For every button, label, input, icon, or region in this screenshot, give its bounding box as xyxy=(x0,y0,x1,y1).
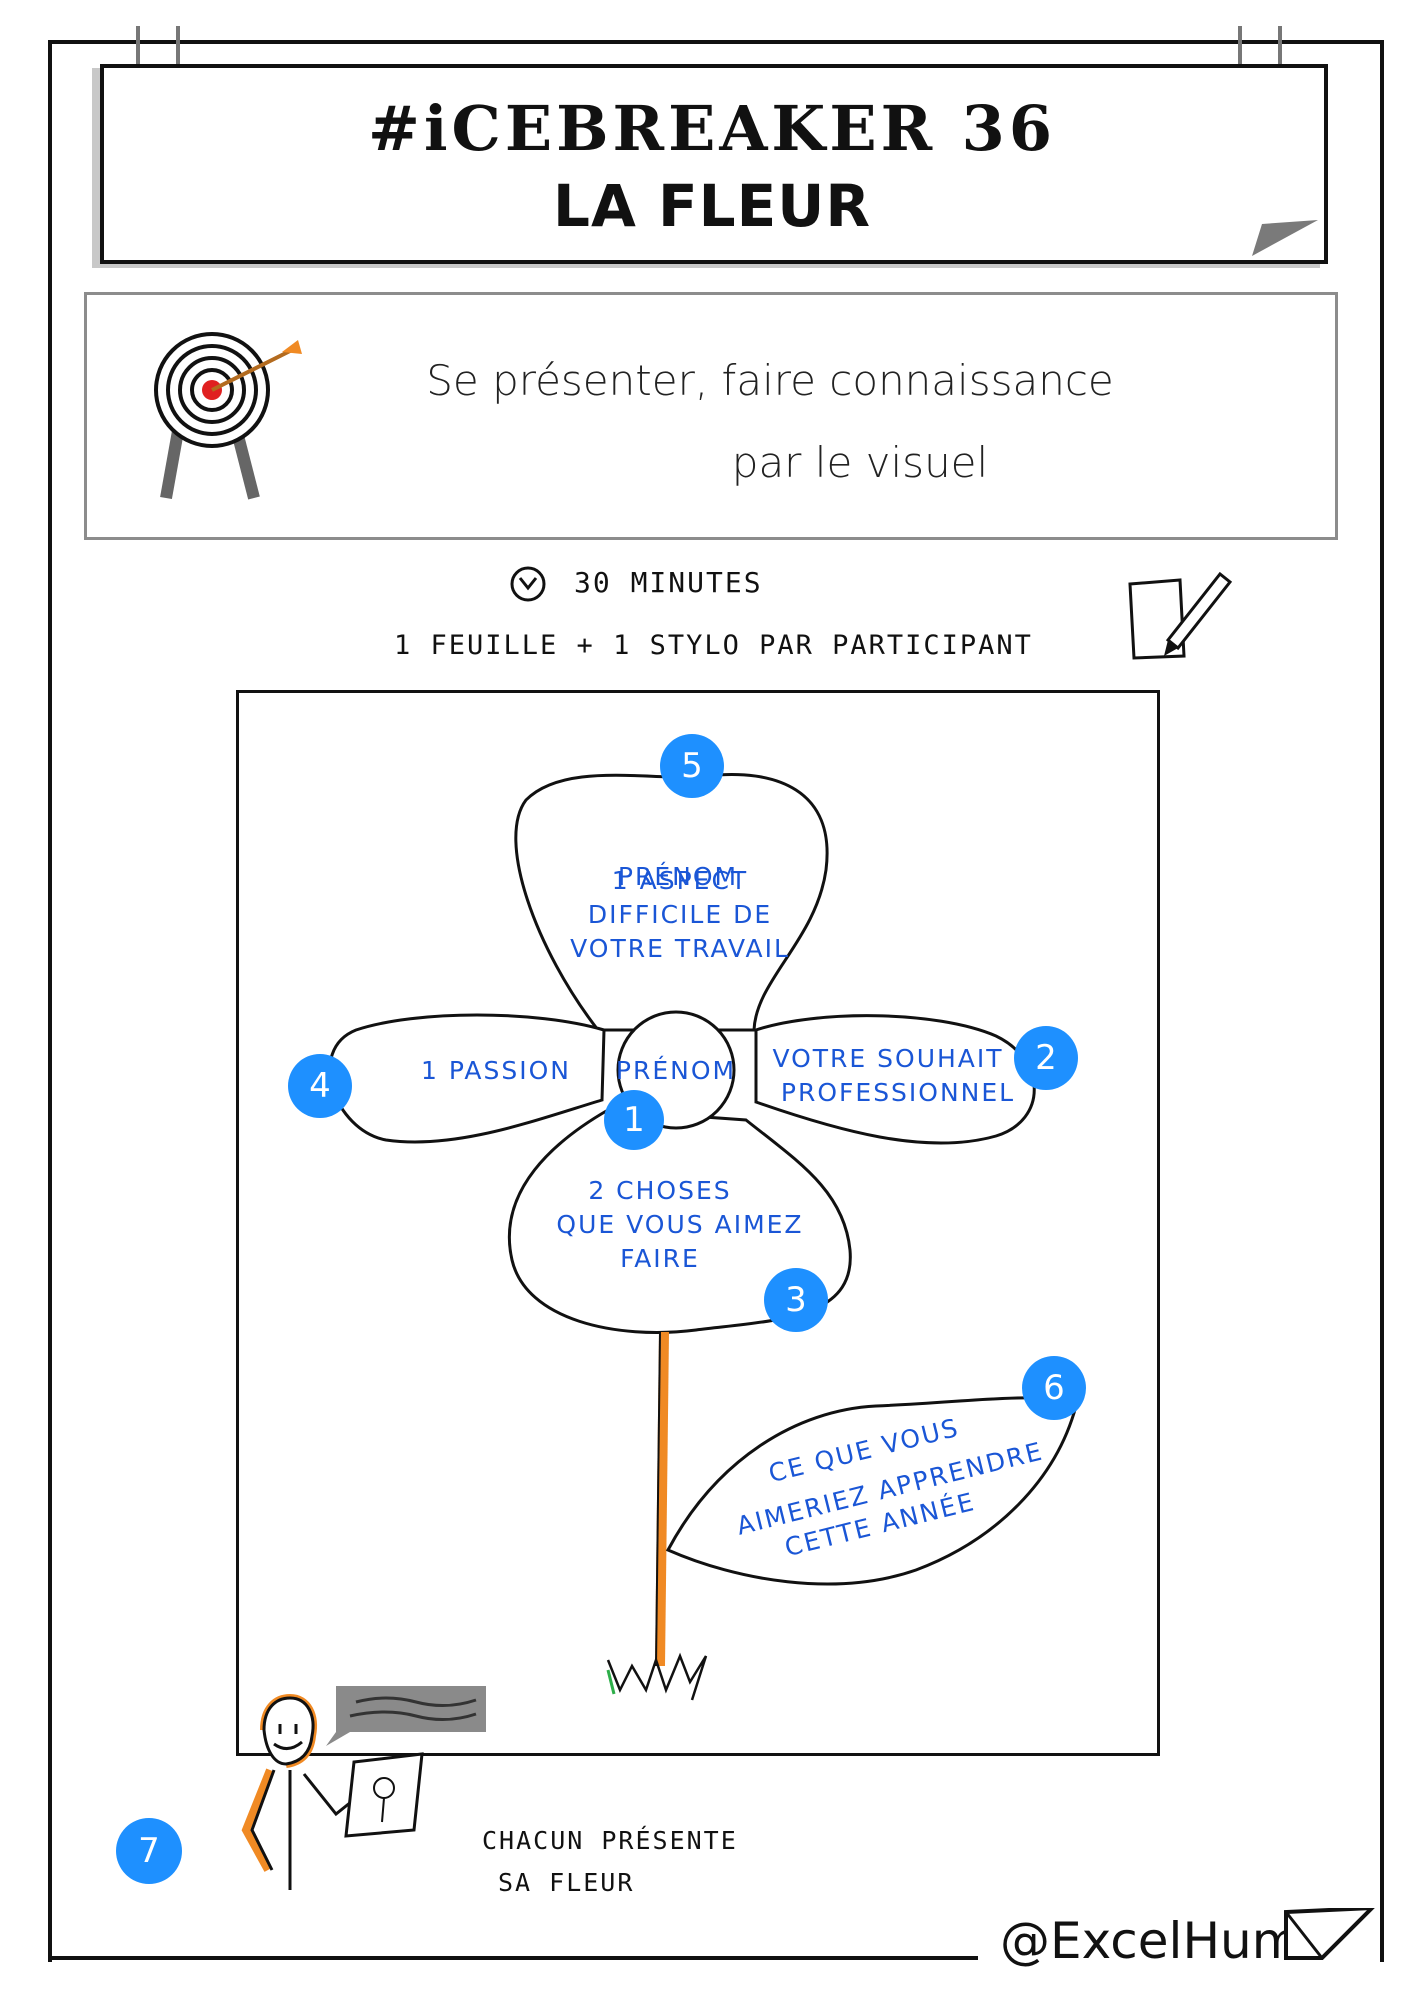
page-curl-icon xyxy=(1252,220,1318,256)
presenter-icon xyxy=(241,1693,424,1890)
objective-line-1: Se présenter, faire connaissance xyxy=(426,356,1114,405)
right-petal-line-1: VOTRE SOUHAIT xyxy=(772,1044,1004,1073)
page-curl-icon xyxy=(1284,1908,1375,1960)
center-label-visible: PRÉNOM xyxy=(615,1056,737,1085)
page-subtitle: LA FLEUR xyxy=(553,172,871,240)
author-handle: @ExcelHum xyxy=(1000,1912,1301,1970)
bottom-petal-line-3: FAIRE xyxy=(620,1244,700,1273)
badge-1: 1 xyxy=(604,1090,664,1150)
drawing-frame xyxy=(236,690,1160,1756)
clock-icon xyxy=(510,566,546,602)
badge-7: 7 xyxy=(116,1818,182,1884)
top-petal-line-3: VOTRE TRAVAIL xyxy=(570,934,790,963)
page-bottom-line xyxy=(48,1956,978,1960)
speech-bubble-icon xyxy=(326,1686,486,1746)
right-petal-line-2: PROFESSIONNEL xyxy=(780,1078,1016,1107)
badge-5: 5 xyxy=(660,734,724,798)
page-title: #iCEBREAKER 36 xyxy=(368,92,1056,165)
grass xyxy=(606,1652,708,1701)
objective-line-2: par le visuel xyxy=(731,438,989,487)
petal-bottom xyxy=(507,1108,852,1334)
badge-3: 3 xyxy=(764,1268,828,1332)
title-box xyxy=(100,64,1328,264)
badge-2: 2 xyxy=(1014,1026,1078,1090)
flower-stem xyxy=(655,1331,669,1667)
badge-6: 6 xyxy=(1022,1356,1086,1420)
duration-text: 30 MINUTES xyxy=(574,566,763,599)
presentation-line-1: CHACUN PRÉSENTE xyxy=(482,1826,738,1855)
page-frame xyxy=(48,40,1384,1962)
paper-pencil-icon xyxy=(1128,571,1233,660)
badge-4: 4 xyxy=(288,1054,352,1118)
left-petal-line-1: 1 PASSION xyxy=(421,1056,571,1085)
objective-box xyxy=(84,292,1338,540)
target-icon xyxy=(154,332,302,500)
presentation-line-2: SA FLEUR xyxy=(498,1868,635,1897)
bottom-petal-line-2: QUE VOUS AIMEZ xyxy=(556,1210,804,1239)
center-label: PRÉNOM xyxy=(617,862,739,891)
top-petal-line-2: DIFFICILE DE xyxy=(587,900,773,929)
top-petal-line-1-final-visible: 1 ASPECT xyxy=(611,866,749,895)
flower-drawing xyxy=(328,772,1078,1701)
materials-text: 1 FEUILLE + 1 STYLO PAR PARTICIPANT xyxy=(394,630,1033,661)
petal-right xyxy=(754,1014,1036,1145)
bottom-petal-line-1: 2 CHOSES xyxy=(588,1176,732,1205)
